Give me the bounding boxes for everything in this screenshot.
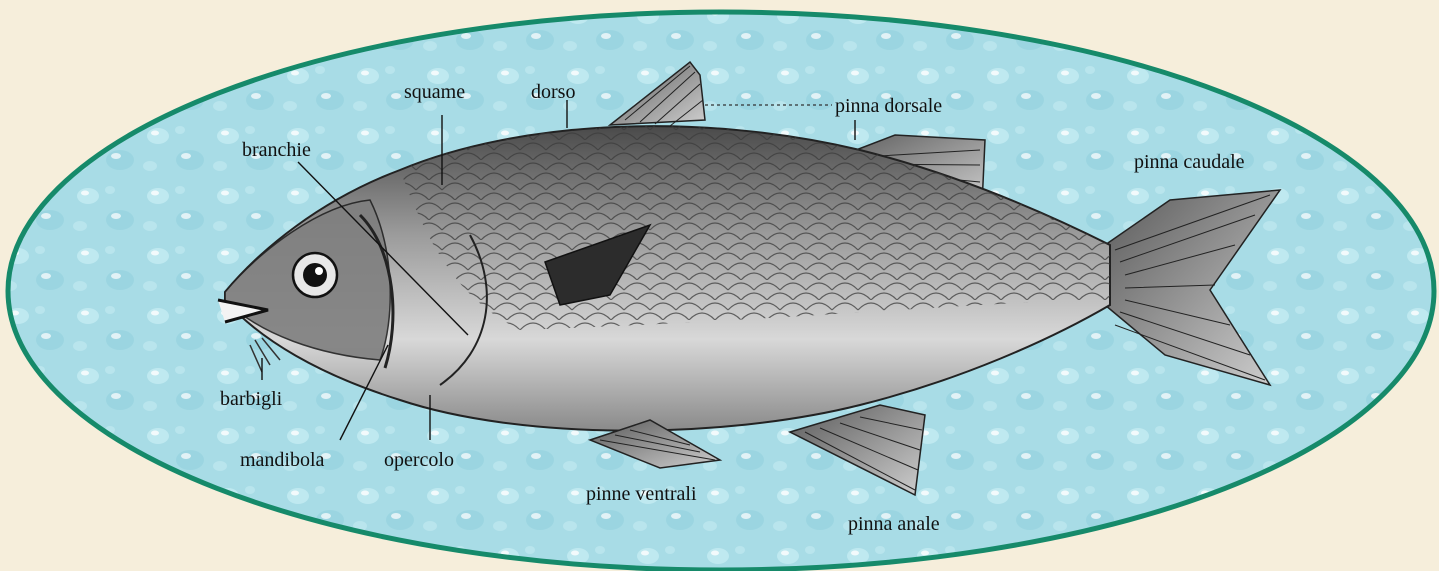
label-pinna-caudale: pinna caudale	[1134, 151, 1245, 173]
label-dorso: dorso	[531, 81, 575, 103]
label-barbigli: barbigli	[220, 388, 283, 410]
label-pinna-dorsale: pinna dorsale	[835, 95, 942, 117]
label-squame: squame	[404, 81, 465, 103]
label-pinna-anale: pinna anale	[848, 513, 940, 535]
label-mandibola: mandibola	[240, 449, 325, 471]
label-branchie: branchie	[242, 139, 311, 161]
label-pinne-ventrali: pinne ventrali	[586, 483, 697, 505]
label-opercolo: opercolo	[384, 449, 454, 471]
